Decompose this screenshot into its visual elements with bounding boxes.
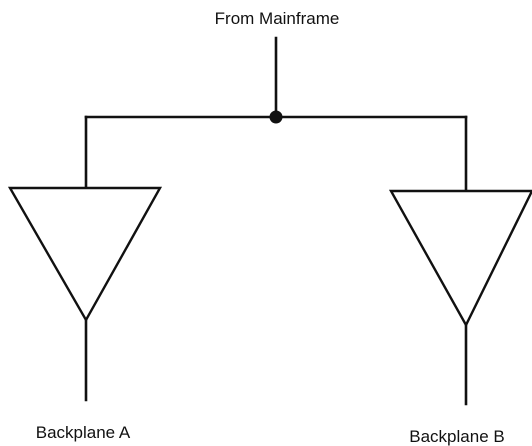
input-label: From Mainframe <box>215 9 340 28</box>
output-label-a: Backplane A <box>36 423 131 442</box>
output-label-b: Backplane B <box>409 427 504 446</box>
buffer-triangle-a <box>7 186 163 323</box>
buffer-triangle-b <box>388 189 532 328</box>
junction-dot <box>269 110 283 124</box>
